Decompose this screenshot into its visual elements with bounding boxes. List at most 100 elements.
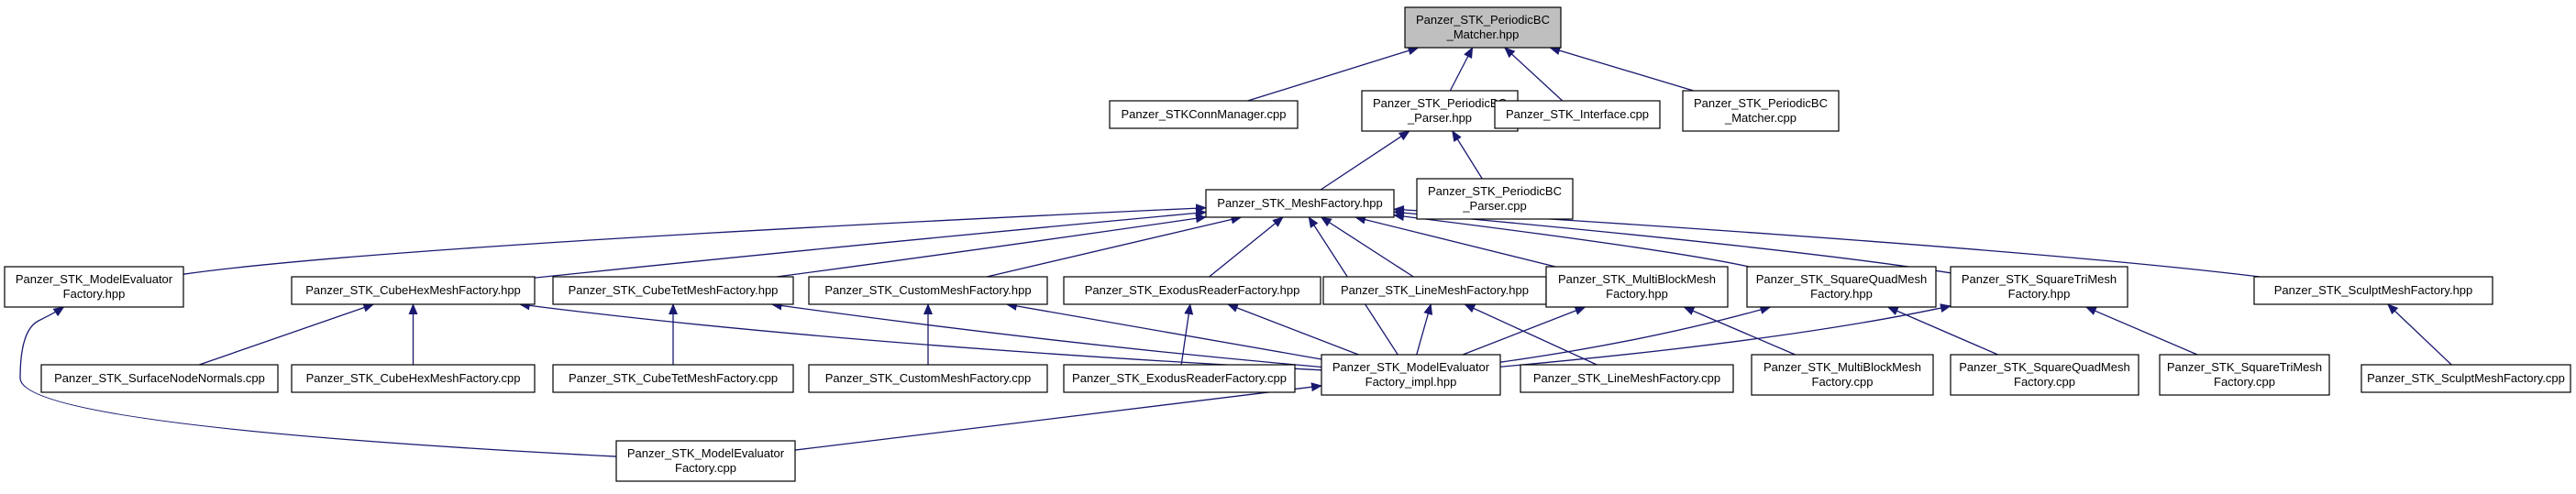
node-label: Factory.cpp [1812,375,1874,389]
edge-modeleval_impl_hpp-to-line_hpp [1416,303,1433,356]
node-parser_cpp[interactable]: Panzer_STK_PeriodicBC_Parser.cpp [1416,178,1574,220]
node-cubetet_cpp[interactable]: Panzer_STK_CubeTetMeshFactory.cpp [552,364,794,393]
node-box [291,364,536,393]
node-label: Panzer_STK_CubeHexMeshFactory.cpp [306,371,521,385]
node-label: Panzer_STK_Interface.cpp [1506,107,1649,121]
node-label: Panzer_STK_CubeTetMeshFactory.cpp [569,371,778,385]
node-label: Panzer_STK_SquareQuadMesh [1756,272,1927,286]
node-box [1950,354,2139,396]
node-exodus_cpp[interactable]: Panzer_STK_ExodusReaderFactory.cpp [1063,364,1296,393]
node-modeleval_impl_hpp[interactable]: Panzer_STK_ModelEvaluatorFactory_impl.hp… [1321,354,1501,396]
node-label: Panzer_STKConnManager.cpp [1122,107,1287,121]
node-custom_cpp[interactable]: Panzer_STK_CustomMeshFactory.cpp [808,364,1048,393]
node-cubehex_cpp[interactable]: Panzer_STK_CubeHexMeshFactory.cpp [291,364,536,393]
node-box [552,364,794,393]
node-label: _Parser.hpp [1407,111,1472,125]
node-surfnormals_cpp[interactable]: Panzer_STK_SurfaceNodeNormals.cpp [40,364,279,393]
edge-sculpt_hpp-to-meshfactory_hpp [1393,204,2261,278]
edge-modeleval_hpp-to-meshfactory_hpp [182,203,1207,275]
node-label: Panzer_STK_ExodusReaderFactory.cpp [1072,371,1287,385]
node-box [2159,354,2330,396]
node-label: Factory.hpp [63,287,126,301]
node-label: Panzer_STK_SquareTriMesh [2167,360,2322,374]
node-label: Panzer_STK_SquareQuadMesh [1959,360,2129,374]
node-box [1545,266,1729,308]
edge-modeleval_impl_hpp-to-cubehex_hpp [518,301,1322,371]
node-label: _Parser.cpp [1462,199,1526,213]
node-label: Panzer_STK_MultiBlockMesh [1763,360,1921,374]
node-box [1520,364,1734,393]
node-label: Panzer_STK_PeriodicBC [1428,184,1562,198]
node-label: Panzer_STK_MultiBlockMesh [1558,272,1716,286]
node-box [1494,100,1661,129]
node-box [4,266,184,308]
node-custom_hpp[interactable]: Panzer_STK_CustomMeshFactory.hpp [808,276,1048,305]
edge-sculpt_cpp-to-sculpt_hpp [2387,303,2452,366]
node-label: Factory.cpp [2014,375,2075,389]
node-matcher_hpp: Panzer_STK_PeriodicBC_Matcher.hpp [1404,6,1562,49]
node-label: _Matcher.cpp [1724,111,1797,125]
node-label: Factory_impl.hpp [1365,375,1457,389]
node-label: Factory.hpp [1810,287,1873,301]
node-parser_hpp[interactable]: Panzer_STK_PeriodicBC_Parser.hpp [1361,90,1519,132]
edge-modeleval_impl_hpp-to-squarequad_hpp [1499,305,1772,363]
edges-layer [19,46,2452,457]
edge-line_cpp-to-line_hpp [1464,303,1598,366]
node-cubetet_hpp[interactable]: Panzer_STK_CubeTetMeshFactory.hpp [552,276,794,305]
node-box [40,364,279,393]
edge-custom_hpp-to-meshfactory_hpp [986,214,1243,278]
node-matcher_cpp[interactable]: Panzer_STK_PeriodicBC_Matcher.cpp [1682,90,1840,132]
node-label: Panzer_STK_SculptMeshFactory.hpp [2274,283,2473,297]
node-label: Panzer_STK_CustomMeshFactory.cpp [825,371,1031,385]
node-line_cpp[interactable]: Panzer_STK_LineMeshFactory.cpp [1520,364,1734,393]
node-box [1751,354,1934,396]
edge-squarequad_hpp-to-meshfactory_hpp [1393,212,1750,268]
node-box [1746,266,1937,308]
node-label: Panzer_STK_PeriodicBC [1416,13,1550,27]
node-exodus_hpp[interactable]: Panzer_STK_ExodusReaderFactory.hpp [1063,276,1321,305]
node-connmgr_cpp[interactable]: Panzer_STKConnManager.cpp [1109,100,1299,129]
node-box [291,276,536,305]
edge-modeleval_impl_hpp-to-multiblock_hpp [1462,306,1587,356]
node-label: Panzer_STK_SculptMeshFactory.cpp [2367,371,2565,385]
node-box [1109,100,1299,129]
node-sculpt_hpp[interactable]: Panzer_STK_SculptMeshFactory.hpp [2253,276,2493,305]
node-meshfactory_hpp[interactable]: Panzer_STK_MeshFactory.hpp [1205,189,1395,218]
node-interface_cpp[interactable]: Panzer_STK_Interface.cpp [1494,100,1661,129]
edge-multiblock_cpp-to-multiblock_hpp [1683,306,1796,356]
edge-interface_cpp-to-matcher_hpp [1504,47,1564,102]
node-label: Panzer_STK_MeshFactory.hpp [1217,196,1382,210]
node-box [1205,189,1395,218]
node-cubehex_hpp[interactable]: Panzer_STK_CubeHexMeshFactory.hpp [291,276,536,305]
edge-modeleval_impl_hpp-to-cubetet_hpp [770,301,1322,368]
node-box [1682,90,1840,132]
edge-parser_hpp-to-matcher_hpp [1449,47,1474,92]
node-box [1950,266,2128,308]
node-box [1322,276,1547,305]
node-box [2253,276,2493,305]
edge-line_hpp-to-meshfactory_hpp [1320,216,1414,278]
node-label: Panzer_STK_LineMeshFactory.cpp [1533,371,1720,385]
edge-matcher_cpp-to-matcher_hpp [1549,46,1694,92]
node-line_hpp[interactable]: Panzer_STK_LineMeshFactory.hpp [1322,276,1547,305]
edge-cubetet_hpp-to-meshfactory_hpp [776,214,1207,278]
node-label: Panzer_STK_CustomMeshFactory.hpp [824,283,1031,297]
node-label: Factory.hpp [1606,287,1668,301]
edge-modeleval_impl_hpp-to-squaretri_hpp [1499,303,1951,368]
edge-meshfactory_hpp-to-parser_hpp [1320,130,1410,191]
node-sculpt_cpp[interactable]: Panzer_STK_SculptMeshFactory.cpp [2360,364,2571,393]
node-label: _Matcher.hpp [1446,27,1520,41]
node-box [1416,178,1574,220]
node-box [1361,90,1519,132]
node-label: Panzer_STK_PeriodicBC [1694,96,1828,110]
node-label: Panzer_STK_LineMeshFactory.hpp [1341,283,1529,297]
node-label: Panzer_STK_PeriodicBC [1373,96,1507,110]
